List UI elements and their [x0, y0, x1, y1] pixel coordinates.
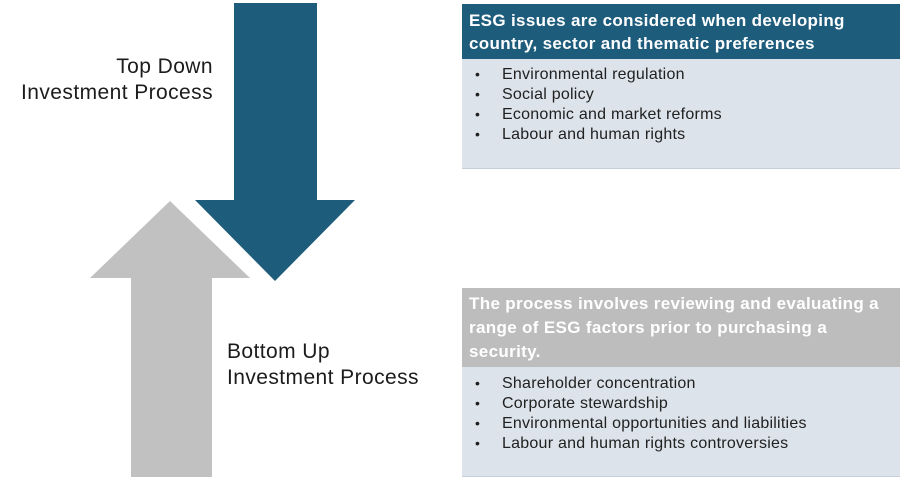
bottom-up-esg-box: The process involves reviewing and evalu… [462, 288, 900, 477]
list-item-label: Shareholder concentration [502, 375, 696, 392]
bullet-icon: • [475, 86, 481, 102]
list-item: • Environmental regulation [462, 64, 900, 84]
list-item-label: Labour and human rights [502, 126, 686, 143]
top-down-arrow-icon [195, 3, 355, 281]
bullet-icon: • [475, 415, 481, 431]
list-item: • Environmental opportunities and liabil… [462, 413, 900, 433]
bottom-up-esg-box-list: • Shareholder concentration • Corporate … [462, 367, 900, 477]
bottom-up-process-label: Bottom Up Investment Process [227, 339, 419, 391]
list-item-label: Environmental opportunities and liabilit… [502, 415, 807, 432]
bullet-icon: • [475, 126, 481, 142]
top-down-label-line2: Investment Process [21, 81, 213, 104]
list-item-label: Social policy [502, 86, 595, 103]
bullet-icon: • [475, 66, 481, 82]
bullet-icon: • [475, 435, 481, 451]
list-item-label: Corporate stewardship [502, 395, 669, 412]
bottom-up-esg-box-header: The process involves reviewing and evalu… [462, 288, 900, 367]
list-item: • Corporate stewardship [462, 393, 900, 413]
list-item: • Economic and market reforms [462, 104, 900, 124]
top-down-esg-box-header: ESG issues are considered when developin… [462, 4, 900, 59]
bullet-icon: • [475, 106, 481, 122]
top-down-label-line1: Top Down [116, 55, 213, 78]
top-down-esg-box-list: • Environmental regulation • Social poli… [462, 59, 900, 169]
list-item: • Shareholder concentration [462, 373, 900, 393]
top-down-esg-box: ESG issues are considered when developin… [462, 4, 900, 169]
top-down-process-label: Top Down Investment Process [0, 54, 213, 106]
list-item-label: Economic and market reforms [502, 106, 722, 123]
list-item-label: Environmental regulation [502, 66, 685, 83]
list-item: • Labour and human rights controversies [462, 433, 900, 453]
bottom-up-label-line1: Bottom Up [227, 340, 330, 363]
bottom-up-label-line2: Investment Process [227, 366, 419, 389]
bullet-icon: • [475, 375, 481, 391]
list-item: • Labour and human rights [462, 124, 900, 144]
bullet-icon: • [475, 395, 481, 411]
list-item: • Social policy [462, 84, 900, 104]
list-item-label: Labour and human rights controversies [502, 435, 789, 452]
bottom-up-arrow-icon [90, 201, 250, 477]
